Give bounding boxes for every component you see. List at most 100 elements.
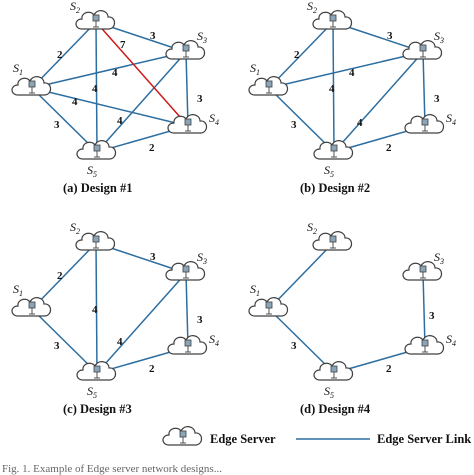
node-label-base: S	[13, 61, 19, 75]
edge-weight-label: 3	[150, 251, 156, 263]
node-label-base: S	[307, 220, 313, 234]
legend-server-label: Edge Server	[210, 432, 276, 446]
node-label-sub: 2	[76, 6, 80, 15]
legend-server-icon	[162, 426, 203, 446]
node-label-s2: S2	[307, 0, 317, 15]
edge-weight-label: 7	[120, 39, 126, 51]
edge-s3-s5	[96, 51, 187, 153]
node-label-base: S	[446, 332, 452, 346]
edge-weight-label: 4	[357, 117, 363, 129]
edge-s3-s5	[333, 51, 424, 153]
edge-weight-label: 2	[149, 363, 155, 375]
edge-weight-label: 2	[294, 49, 300, 61]
node-label-sub: 2	[76, 227, 80, 236]
node-label-base: S	[209, 332, 215, 346]
node-label-base: S	[324, 384, 330, 398]
node-label-s1: S1	[13, 282, 23, 298]
edge-server-s5-icon	[313, 140, 354, 160]
node-label-base: S	[13, 282, 19, 296]
legend: Edge Server Edge Server Link	[162, 426, 471, 446]
edge-s1-s5	[31, 87, 98, 153]
node-label-s2: S2	[307, 220, 317, 236]
node-label-sub: 5	[330, 170, 334, 179]
node-label-sub: 4	[215, 118, 219, 127]
edge-weight-label: 3	[387, 30, 393, 42]
node-label-s5: S5	[87, 163, 97, 179]
edge-weight-label: 3	[291, 119, 297, 131]
edge-s2-s5	[332, 21, 335, 153]
edge-s1-s3	[268, 51, 424, 89]
edge-server-s1-icon	[248, 76, 289, 96]
edge-weight-label: 2	[386, 142, 392, 154]
edge-s1-s2	[31, 242, 97, 310]
edge-s1-s5	[268, 308, 335, 374]
node-label-sub: 4	[215, 339, 219, 348]
edge-server-s1-icon	[11, 76, 52, 96]
node-label-base: S	[70, 220, 76, 234]
node-label-sub: 5	[93, 170, 97, 179]
edge-s1-s2	[31, 21, 97, 89]
edge-weight-label: 3	[197, 314, 203, 326]
node-label-s5: S5	[324, 384, 334, 400]
node-label-base: S	[70, 0, 76, 13]
legend-link-label: Edge Server Link	[377, 432, 471, 446]
panel-nodes	[11, 10, 208, 160]
node-label-s5: S5	[87, 384, 97, 400]
edge-weight-label: 3	[291, 340, 297, 352]
edge-weight-label: 2	[386, 363, 392, 375]
panel-edges	[31, 21, 189, 153]
node-label-sub: 3	[439, 257, 444, 266]
node-label-s5: S5	[324, 163, 334, 179]
node-label-base: S	[209, 111, 215, 125]
figure-footer: Fig. 1. Example of Edge server network d…	[2, 463, 222, 475]
node-label-sub: 5	[330, 391, 334, 400]
edge-server-s2-icon	[75, 231, 116, 251]
edge-s3-s4	[422, 272, 426, 348]
edge-s2-s5	[95, 21, 98, 153]
edge-s3-s4	[185, 51, 189, 127]
edge-server-s4-icon	[167, 114, 208, 134]
edge-server-s2-icon	[75, 10, 116, 30]
node-label-base: S	[446, 111, 452, 125]
node-label-s4: S4	[209, 332, 219, 348]
edge-weight-label: 2	[57, 270, 63, 282]
node-label-base: S	[324, 163, 330, 177]
edge-weight-label: 4	[349, 67, 355, 79]
panel-caption: (b) Design #2	[300, 181, 370, 195]
panel-caption: (d) Design #4	[300, 402, 371, 416]
panel-nodes	[248, 231, 445, 381]
node-label-s3: S3	[434, 250, 444, 266]
edge-weight-label: 3	[197, 93, 203, 105]
edge-s3-s4	[185, 272, 189, 348]
node-label-sub: 5	[93, 391, 97, 400]
edge-weight-label: 3	[54, 340, 60, 352]
edge-weight-label: 4	[329, 83, 335, 95]
node-label-sub: 2	[313, 6, 317, 15]
node-label-s1: S1	[13, 61, 23, 77]
edge-s2-s4	[95, 21, 189, 127]
node-label-s1: S1	[250, 282, 260, 298]
edge-weight-label: 4	[92, 304, 98, 316]
node-label-s1: S1	[250, 61, 260, 77]
edge-server-s3-icon	[165, 261, 206, 281]
edge-weight-label: 4	[117, 115, 123, 127]
panel-nodes	[248, 10, 445, 160]
edge-server-s4-icon	[167, 335, 208, 355]
edge-server-s2-icon	[312, 10, 353, 30]
edge-server-s5-icon	[313, 361, 354, 381]
edge-weight-label: 4	[72, 96, 78, 108]
node-label-base: S	[87, 384, 93, 398]
edge-server-s2-icon	[312, 231, 353, 251]
edge-weight-label: 3	[54, 119, 60, 131]
edge-server-s1-icon	[11, 297, 52, 317]
panel-edge-weights: 332	[291, 310, 435, 375]
edge-server-s1-icon	[248, 297, 289, 317]
edge-s1-s5	[31, 308, 98, 374]
edge-server-s3-icon	[402, 261, 443, 281]
